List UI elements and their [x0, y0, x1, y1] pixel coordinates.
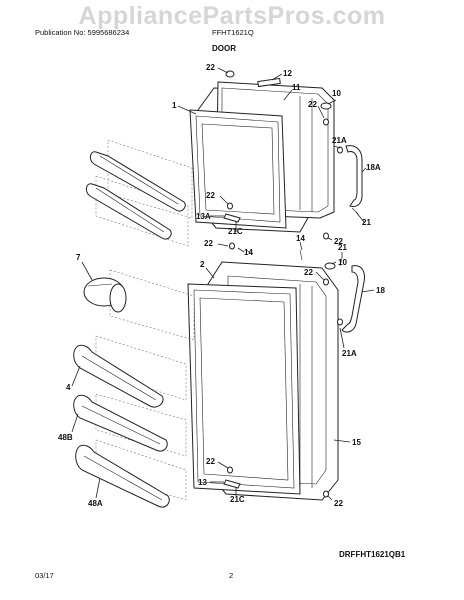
callout-13a: 13A [196, 212, 211, 221]
callout-14: 14 [244, 248, 253, 257]
callout-14: 14 [296, 234, 305, 243]
refrigerator-handle [341, 265, 365, 333]
callout-22: 22 [204, 239, 213, 248]
dairy-bin [83, 277, 127, 313]
refrigerator-small-parts [223, 249, 343, 498]
callout-10: 10 [338, 258, 347, 267]
callout-21c: 21C [230, 495, 245, 504]
door-shelf-48a [75, 444, 170, 508]
freezer-door-bar-upper [89, 151, 186, 212]
door-shelf-48b [73, 394, 168, 452]
section-title: DOOR [212, 44, 236, 53]
callout-7: 7 [76, 253, 81, 262]
callout-1: 1 [172, 101, 177, 110]
watermark: AppliancePartsPros.com [78, 2, 386, 30]
callout-21c: 21C [228, 227, 243, 236]
callout-22: 22 [206, 63, 215, 72]
door-shelf-4 [73, 344, 164, 408]
freezer-door-gasket [189, 109, 287, 229]
callout-2: 2 [200, 260, 205, 269]
callout-22: 22 [206, 191, 215, 200]
callout-21a: 21A [332, 136, 347, 145]
freezer-small-parts [223, 70, 359, 250]
leader-lines [71, 67, 375, 501]
publication-number: Publication No: 5995686234 [35, 28, 130, 37]
freezer-handle [345, 145, 363, 207]
callout-22: 22 [334, 237, 343, 246]
callout-15: 15 [352, 438, 361, 447]
callout-21: 21 [338, 243, 347, 252]
callout-21: 21 [362, 218, 371, 227]
callout-4: 4 [66, 383, 71, 392]
freezer-door-bar-lower [85, 183, 172, 240]
callout-13: 13 [198, 478, 207, 487]
callout-22: 22 [206, 457, 215, 466]
page-number: 2 [229, 571, 234, 580]
callout-11: 11 [292, 83, 301, 92]
callout-48a: 48A [88, 499, 103, 508]
footer-date: 03/17 [35, 571, 54, 580]
callout-18: 18 [376, 286, 385, 295]
callout-22: 22 [308, 100, 317, 109]
model-number: FFHT1621Q [212, 28, 254, 37]
callout-48b: 48B [58, 433, 73, 442]
callout-22: 22 [334, 499, 343, 508]
callout-10: 10 [332, 89, 341, 98]
diagram-code: DRFFHT1621QB1 [339, 550, 406, 559]
callout-12: 12 [283, 69, 292, 78]
callout-18a: 18A [366, 163, 381, 172]
callout-21a: 21A [342, 349, 357, 358]
refrigerator-door-gasket [187, 283, 301, 495]
callout-22: 22 [304, 268, 313, 277]
